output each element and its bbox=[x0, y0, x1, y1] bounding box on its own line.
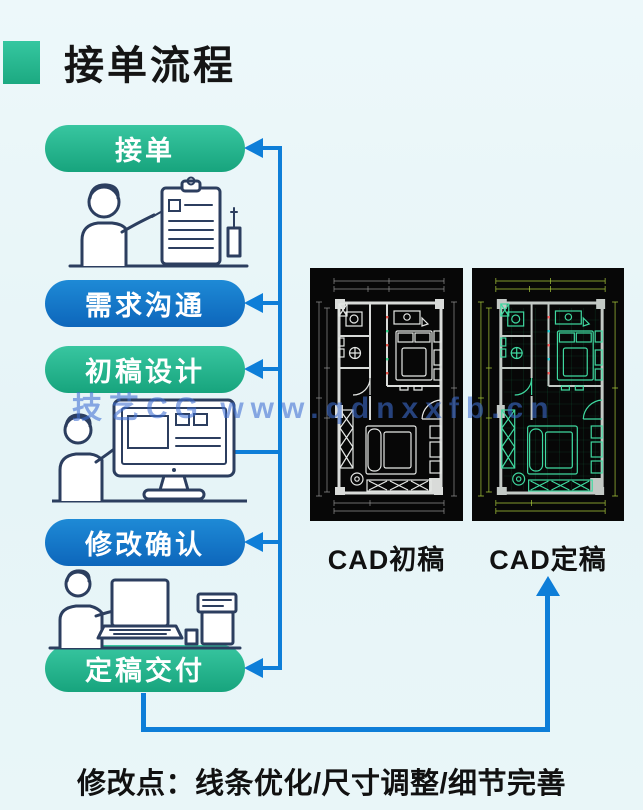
arrow-stub-3 bbox=[262, 367, 282, 371]
return-path-segment bbox=[141, 693, 146, 731]
title-accent-square bbox=[3, 41, 40, 84]
arrow-stub-5 bbox=[262, 666, 282, 670]
step-label: 初稿设计 bbox=[85, 357, 205, 387]
cad-draft-image bbox=[310, 268, 463, 521]
step-pill-final-delivery: 定稿交付 bbox=[45, 645, 245, 692]
footer-note: 修改点：线条优化/尺寸调整/细节完善 bbox=[76, 768, 567, 800]
arrow-left-icon bbox=[244, 532, 263, 552]
arrow-left-icon bbox=[244, 359, 263, 379]
arrow-left-icon bbox=[244, 658, 263, 678]
step-pill-requirements: 需求沟通 bbox=[45, 280, 245, 327]
step-label: 定稿交付 bbox=[85, 656, 205, 686]
return-path-segment bbox=[545, 594, 550, 730]
step-pill-order-intake: 接单 bbox=[45, 125, 245, 172]
arrow-up-icon bbox=[536, 576, 560, 596]
laptop-person-illustration bbox=[48, 568, 243, 653]
arrow-left-icon bbox=[244, 138, 263, 158]
floor-plan-drawing bbox=[477, 278, 619, 514]
step-pill-revision-confirm: 修改确认 bbox=[45, 519, 245, 566]
arrow-stub-4 bbox=[262, 540, 282, 544]
clipboard-person-illustration bbox=[62, 176, 252, 271]
flow-connector-line bbox=[278, 146, 282, 670]
cad-final-image bbox=[472, 268, 624, 521]
cad-final-caption: CAD定稿 bbox=[489, 545, 607, 575]
step-label: 修改确认 bbox=[85, 530, 205, 560]
arrow-stub-2 bbox=[262, 301, 282, 305]
floor-plan-drawing bbox=[316, 278, 457, 514]
cad-draft-caption: CAD初稿 bbox=[327, 545, 446, 575]
return-path-segment bbox=[141, 727, 550, 732]
step-label: 需求沟通 bbox=[85, 291, 205, 321]
page-title: 接单流程 bbox=[64, 44, 236, 88]
step-pill-draft-design: 初稿设计 bbox=[45, 346, 245, 393]
step-label: 接单 bbox=[115, 136, 175, 166]
watermark-text: 技艺CG www.qdnxxfb.cn bbox=[72, 392, 556, 425]
arrow-stub-1 bbox=[262, 146, 282, 150]
monitor-person-illustration bbox=[52, 394, 247, 506]
monitor-branch-line bbox=[210, 450, 280, 454]
arrow-left-icon bbox=[244, 293, 263, 313]
